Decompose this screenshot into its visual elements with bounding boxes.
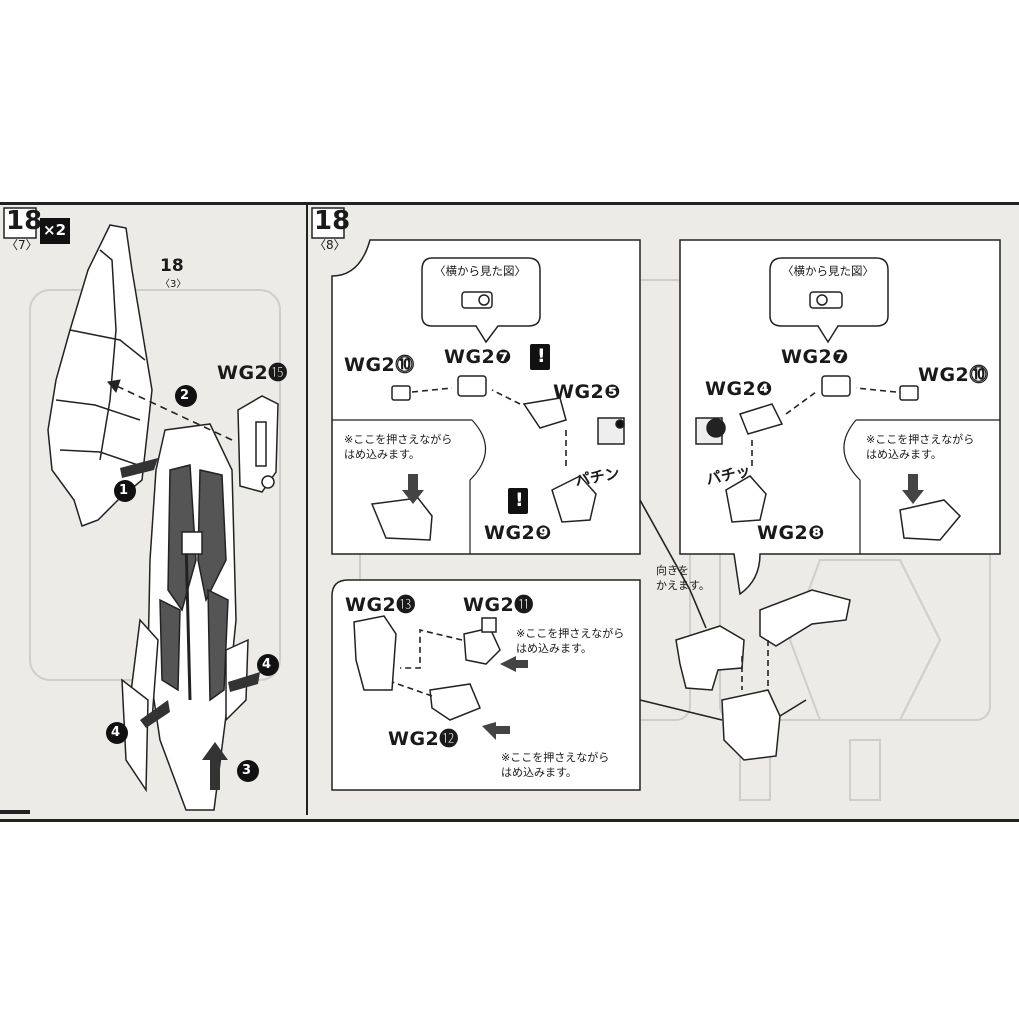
left-assembly-arrows — [107, 379, 233, 441]
left-step-badge — [3, 207, 70, 244]
panel-c-frame — [331, 579, 641, 791]
part-label-a-wg2-10: WG2⓾ — [344, 354, 415, 376]
caution-b1: ! — [871, 345, 880, 367]
panel-c-arrows — [391, 628, 463, 697]
part-label-a-wg2-5: WG2❺ — [553, 381, 621, 403]
arrow-label-2: 2 — [180, 388, 190, 403]
panel-b-parts — [695, 375, 962, 541]
side-view-bubble-b — [769, 257, 889, 344]
part-label-c-wg2-13: WG2⓭ — [345, 594, 416, 616]
step-sub-left: 〈7〉 — [6, 238, 38, 252]
arrow-label-3: 3 — [242, 763, 252, 778]
press-note-c2: ※ここを押さえながら はめ込みます。 — [501, 751, 610, 779]
direction-change-note: 向きを かえます。 — [656, 564, 710, 592]
panel-c-press-arrows — [482, 656, 528, 740]
caution-a2: ! — [515, 489, 524, 511]
step-sub-right: 〈8〉 — [314, 238, 346, 252]
right-step-badge — [311, 207, 345, 239]
wing-part-top — [47, 224, 153, 527]
caution-b2: ! — [792, 489, 801, 511]
final-assembly-lines — [639, 499, 807, 721]
side-view-label-a: 〈横から見た図〉 — [434, 264, 526, 278]
press-note-b: ※ここを押さえながら はめ込みます。 — [866, 433, 975, 461]
step-number-left: 18 — [6, 206, 43, 236]
caution-a1: ! — [537, 345, 546, 367]
ref-step-number: 18 — [160, 256, 184, 276]
step-number-right: 18 — [314, 206, 351, 236]
arrow-4a — [228, 654, 279, 692]
part-label-b-wg2-7: WG2❼ — [781, 346, 849, 368]
arrow-4b — [106, 700, 170, 744]
part-label-a-wg2-7: WG2❼ — [444, 346, 512, 368]
leg-assembly — [121, 423, 249, 811]
ref-step-sub: 〈3〉 — [160, 279, 187, 290]
panel-a-arrows — [411, 387, 567, 470]
panel-a-press-arrow — [402, 474, 424, 504]
arrow-3 — [202, 742, 259, 790]
arrow-1 — [114, 458, 158, 502]
final-assembly — [675, 589, 851, 761]
press-note-c1: ※ここを押さえながら はめ込みます。 — [516, 627, 625, 655]
press-note-a: ※ここを押さえながら はめ込みます。 — [344, 433, 453, 461]
panel-b-arrows — [751, 387, 897, 470]
arrow-label-4a: 4 — [262, 657, 272, 672]
part-label-b-wg2-4: WG2❹ — [705, 378, 773, 400]
side-view-bubble-a — [421, 257, 541, 344]
side-view-label-b: 〈横から見た図〉 — [782, 264, 874, 278]
part-label-b-wg2-10: WG2⓾ — [918, 364, 989, 386]
panel-c-parts — [353, 615, 501, 721]
part-label-c-wg2-12: WG2⓬ — [388, 728, 459, 750]
arrow-2 — [175, 385, 197, 407]
arrow-label-1: 1 — [119, 483, 129, 498]
panel-a-parts — [370, 375, 625, 541]
wg2-15-part — [237, 395, 279, 493]
part-label-c-wg2-11: WG2⓫ — [463, 594, 534, 616]
part-label-a-wg2-9: WG2❾ — [484, 522, 552, 544]
part-label-wg2-15: WG2⓯ — [217, 362, 288, 384]
part-label-b-wg2-8: WG2❽ — [757, 522, 825, 544]
panel-b-press-arrow — [902, 474, 924, 504]
multiplier-badge: ×2 — [43, 221, 67, 239]
arrow-label-4b: 4 — [111, 725, 121, 740]
